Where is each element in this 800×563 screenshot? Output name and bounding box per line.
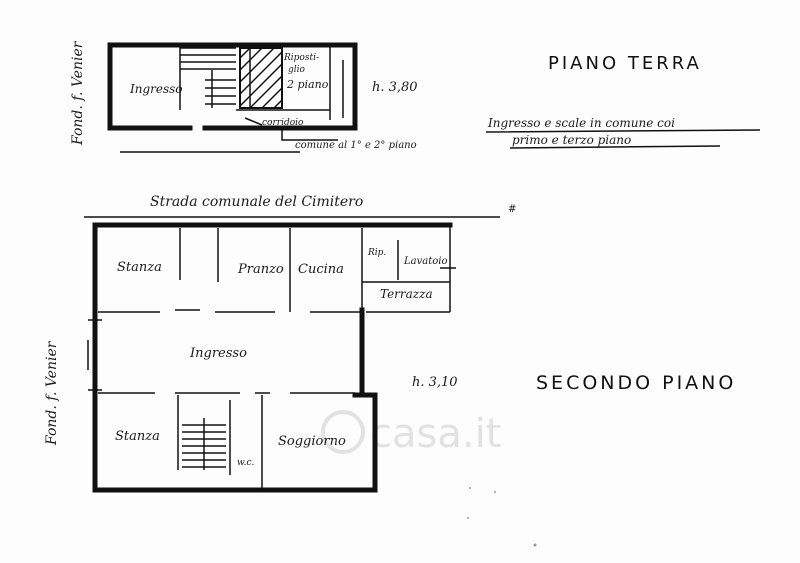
room-soggiorno: Soggiorno bbox=[278, 434, 346, 449]
room-stanza-top: Stanza bbox=[117, 260, 162, 275]
watermark-text: casa.it bbox=[370, 411, 501, 457]
room-ripostiglio: Rip. bbox=[367, 248, 386, 258]
room-wc: w.c. bbox=[237, 458, 255, 468]
ground-floor-plan bbox=[107, 42, 358, 153]
ground-room-ripostiglio-3: 2 piano bbox=[286, 78, 329, 91]
room-cucina: Cucina bbox=[298, 262, 344, 277]
second-floor-title: SECONDO PIANO bbox=[536, 372, 736, 394]
room-ingresso: Ingresso bbox=[189, 346, 247, 361]
second-floor-height: h. 3,10 bbox=[412, 375, 458, 390]
ground-height: h. 3,80 bbox=[372, 80, 418, 95]
street-label: Strada comunale del Cimitero bbox=[150, 194, 363, 210]
ground-storage-hatch bbox=[239, 47, 283, 109]
ground-note-line2: primo e terzo piano bbox=[512, 133, 631, 147]
ground-room-ripostiglio-1: Riposti- bbox=[283, 53, 319, 63]
ground-neighbor-label: Fond. f. Venier bbox=[70, 40, 86, 146]
ground-room-ingresso: Ingresso bbox=[129, 82, 183, 96]
casa-watermark: casa.it bbox=[321, 410, 501, 457]
room-terrazza: Terrazza bbox=[380, 287, 433, 301]
ground-room-ripostiglio-2: glio bbox=[288, 65, 306, 75]
ground-note-underline bbox=[485, 129, 761, 149]
ground-note-comune: comune al 1° e 2° piano bbox=[295, 140, 417, 151]
scan-specks bbox=[467, 487, 537, 547]
second-floor-plan bbox=[87, 222, 456, 493]
watermark-logo-icon bbox=[321, 410, 365, 454]
room-lavatoio: Lavatoio bbox=[403, 256, 447, 267]
room-pranzo: Pranzo bbox=[237, 262, 284, 277]
ground-room-corridoio: corridoio bbox=[262, 118, 304, 128]
ground-note-line1: Ingresso e scale in comune coi bbox=[487, 116, 675, 130]
room-stanza-bottom: Stanza bbox=[115, 429, 160, 444]
second-floor-neighbor-label: Fond. f. Venier bbox=[44, 340, 60, 446]
second-floor-stairs bbox=[182, 418, 226, 470]
ground-floor-title: PIANO TERRA bbox=[548, 53, 702, 74]
ground-stairs bbox=[180, 47, 236, 108]
street-end-mark: # bbox=[508, 204, 516, 215]
